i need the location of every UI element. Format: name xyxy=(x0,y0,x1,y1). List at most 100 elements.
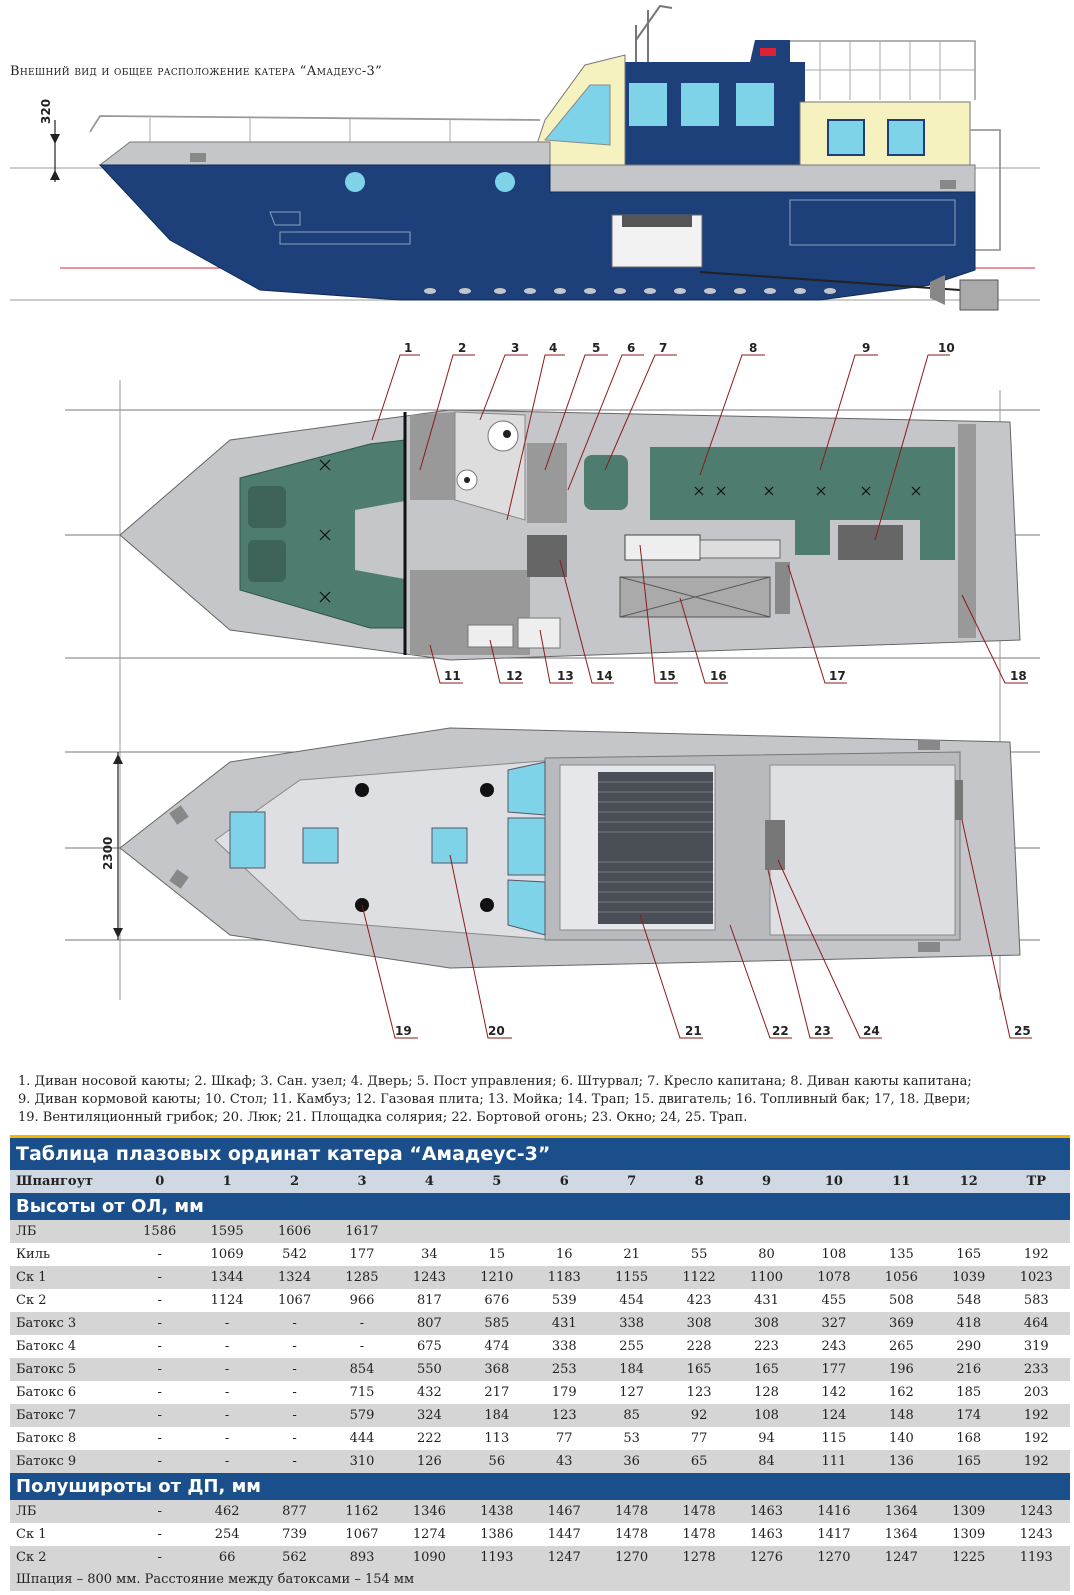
table-cell: - xyxy=(328,1312,396,1335)
table-cell: 123 xyxy=(530,1404,598,1427)
row-label: Шпангоут xyxy=(10,1170,126,1193)
table-cell: 108 xyxy=(800,1243,868,1266)
table-cell: 1478 xyxy=(597,1500,666,1523)
table-cell xyxy=(800,1220,868,1243)
table-cell: 174 xyxy=(935,1404,1003,1427)
table-cell: - xyxy=(126,1404,194,1427)
table-cell: 1056 xyxy=(867,1266,936,1289)
table-cell: 455 xyxy=(800,1289,868,1312)
table-cell: 21 xyxy=(597,1243,666,1266)
table-cell: 1364 xyxy=(867,1500,936,1523)
callout-15: 15 xyxy=(659,669,676,683)
table-cell: - xyxy=(260,1335,329,1358)
table-cell: 80 xyxy=(732,1243,801,1266)
row-label: Ск 1 xyxy=(10,1523,126,1546)
table-cell: 474 xyxy=(463,1335,531,1358)
table-cell: - xyxy=(126,1427,194,1450)
callout-7: 7 xyxy=(659,341,667,355)
table-cell: 454 xyxy=(597,1289,666,1312)
table-cell: 1122 xyxy=(665,1266,733,1289)
table-cell: 579 xyxy=(328,1404,396,1427)
legend: 1. Диван носовой каюты; 2. Шкаф; 3. Сан.… xyxy=(18,1073,1058,1127)
table-cell: 1270 xyxy=(800,1546,868,1569)
table-cell: 179 xyxy=(530,1381,598,1404)
table-cell: 432 xyxy=(395,1381,464,1404)
dimension-320: 320 xyxy=(39,99,53,124)
table-cell: 216 xyxy=(935,1358,1003,1381)
table-cell: 1067 xyxy=(328,1523,396,1546)
table-cell: - xyxy=(126,1381,194,1404)
table-cell xyxy=(463,1220,531,1243)
callout-22: 22 xyxy=(772,1024,789,1038)
table-cell: 583 xyxy=(1002,1289,1070,1312)
table-cell: 255 xyxy=(597,1335,666,1358)
table-cell: 56 xyxy=(463,1450,531,1473)
table-cell: - xyxy=(126,1500,194,1523)
offsets-table: Таблица плазовых ординат катера “Амадеус… xyxy=(10,1135,1070,1591)
table-cell: 7 xyxy=(597,1170,666,1193)
table-cell: 1 xyxy=(193,1170,261,1193)
table-cell: 1124 xyxy=(193,1289,261,1312)
table-cell: 253 xyxy=(530,1358,598,1381)
table-cell: - xyxy=(126,1312,194,1335)
callout-6: 6 xyxy=(627,341,635,355)
table-cell: 369 xyxy=(867,1312,936,1335)
boat-drawings: 320 xyxy=(10,4,1040,1039)
table-cell: 1595 xyxy=(193,1220,261,1243)
table-cell: 223 xyxy=(732,1335,801,1358)
table-footnote: Шпация – 800 мм. Расстояние между батокс… xyxy=(10,1569,1070,1591)
table-cell: 310 xyxy=(328,1450,396,1473)
table-cell: 1155 xyxy=(597,1266,666,1289)
table-cell: 4 xyxy=(395,1170,464,1193)
callout-2: 2 xyxy=(458,341,466,355)
table-cell: 184 xyxy=(597,1358,666,1381)
table-cell: - xyxy=(126,1243,194,1266)
table-cell: - xyxy=(126,1523,194,1546)
table-cell: - xyxy=(126,1450,194,1473)
callout-12: 12 xyxy=(506,669,523,683)
table-cell: 1478 xyxy=(597,1523,666,1546)
legend-line-2: 9. Диван кормовой каюты; 10. Стол; 11. К… xyxy=(18,1092,971,1107)
table-cell: 3 xyxy=(328,1170,396,1193)
table-cell: 1386 xyxy=(463,1523,531,1546)
table-cell: 2 xyxy=(260,1170,329,1193)
table-cell: 1606 xyxy=(260,1220,329,1243)
table-cell: 77 xyxy=(530,1427,598,1450)
table-cell: 1478 xyxy=(665,1500,733,1523)
table-cell: 739 xyxy=(260,1523,329,1546)
callout-21: 21 xyxy=(685,1024,702,1038)
table-cell: 184 xyxy=(463,1404,531,1427)
table-cell: - xyxy=(193,1381,261,1404)
table-cell: 165 xyxy=(935,1450,1003,1473)
table-cell: 1162 xyxy=(328,1500,396,1523)
table-cell: 243 xyxy=(800,1335,868,1358)
table-cell: 1193 xyxy=(1002,1546,1070,1569)
table-cell: 418 xyxy=(935,1312,1003,1335)
table-cell: - xyxy=(260,1450,329,1473)
table-cell: 92 xyxy=(665,1404,733,1427)
table-cell: 142 xyxy=(800,1381,868,1404)
table-cell: 254 xyxy=(193,1523,261,1546)
table-cell: 1309 xyxy=(935,1523,1003,1546)
table-cell: 233 xyxy=(1002,1358,1070,1381)
table-cell: - xyxy=(126,1266,194,1289)
table-cell: - xyxy=(193,1404,261,1427)
table-cell: 308 xyxy=(732,1312,801,1335)
table-cell: 1278 xyxy=(665,1546,733,1569)
table-cell xyxy=(935,1220,1003,1243)
table-cell: - xyxy=(193,1427,261,1450)
table-cell: 6 xyxy=(530,1170,598,1193)
table-cell: 196 xyxy=(867,1358,936,1381)
row-label: Батокс 8 xyxy=(10,1427,126,1450)
table-cell: - xyxy=(260,1404,329,1427)
table-cell: 108 xyxy=(732,1404,801,1427)
table-cell: 539 xyxy=(530,1289,598,1312)
